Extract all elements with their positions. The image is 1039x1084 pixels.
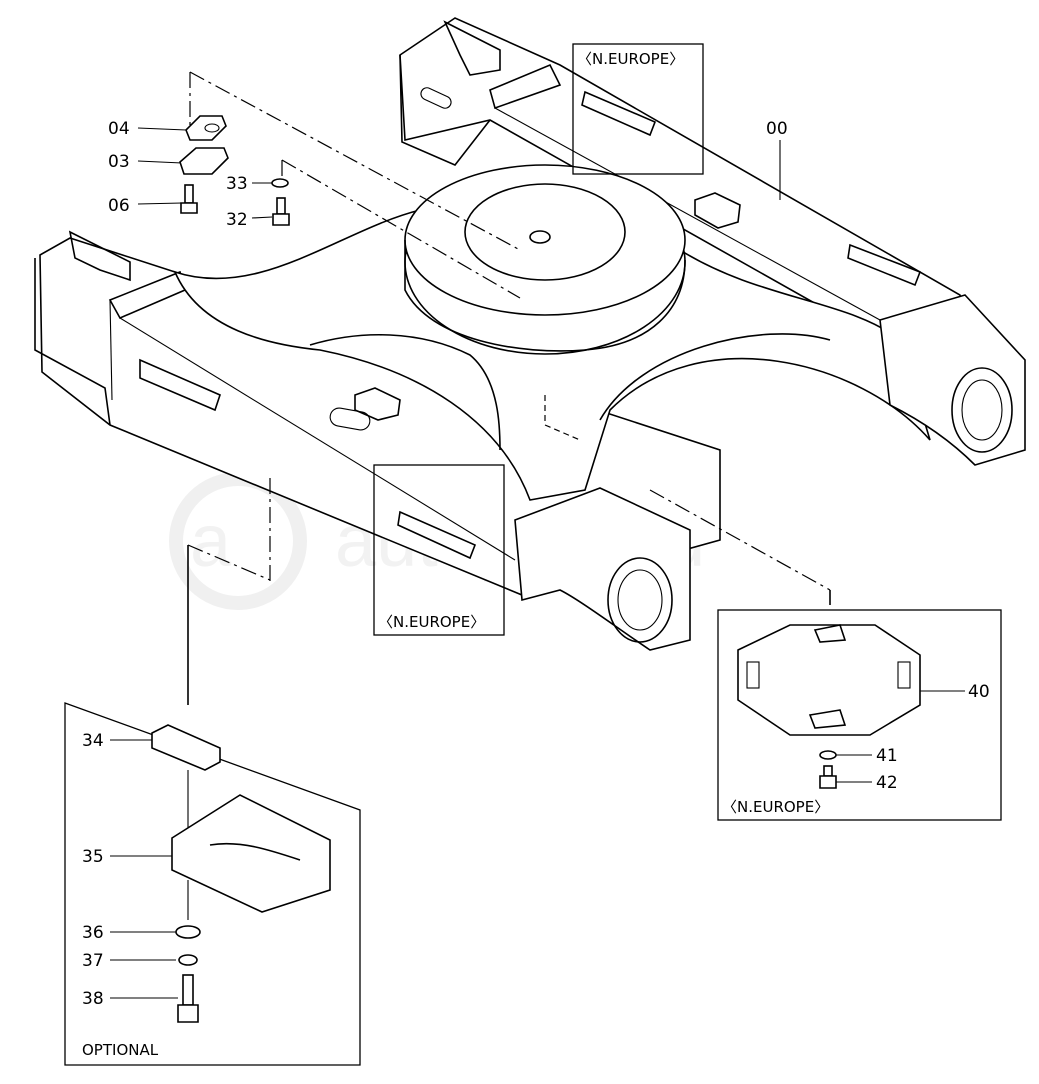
- dash-line-40: [649, 489, 831, 591]
- front-motor-bracket: [514, 487, 691, 651]
- callout-38: 38: [82, 989, 104, 1009]
- spacer-block-34: [151, 724, 221, 771]
- leader-32: [251, 216, 273, 219]
- right-frame-plate: [489, 63, 562, 110]
- north-europe-middle-box: [373, 464, 505, 636]
- callout-40: 40: [968, 682, 990, 702]
- callout-33: 33: [226, 174, 248, 194]
- bolt-38: [177, 974, 199, 1023]
- dash-line-center-2: [544, 424, 581, 441]
- callout-labels: 00 04 03 06 33 32 34 35 36 37 38 40 41 4…: [82, 119, 990, 1009]
- optional-label: OPTIONAL: [82, 1041, 159, 1059]
- right-frame-end: [399, 54, 491, 166]
- callout-37: 37: [82, 951, 104, 971]
- rear-motor-flange: [951, 367, 1013, 453]
- rear-guard-mount-pad: [694, 192, 741, 229]
- plate-40-tab-bottom: [808, 709, 847, 729]
- watermark-at-sign: a: [190, 499, 232, 582]
- washer-36: [175, 925, 201, 939]
- washer-33: [271, 178, 289, 188]
- leader-lines: [110, 71, 965, 999]
- guard-mount-pad: [354, 387, 401, 421]
- plate-40: [737, 624, 921, 736]
- north-europe-top-label: 〈N.EUROPE〉: [577, 50, 684, 68]
- leader-06: [137, 202, 183, 205]
- callout-36: 36: [82, 923, 104, 943]
- right-rail-guide: [847, 243, 922, 287]
- front-motor-flange: [607, 557, 673, 643]
- gasket-plate-04: [185, 115, 227, 141]
- dash-line-33: [281, 159, 521, 299]
- callout-04: 04: [108, 119, 130, 139]
- left-rail-guide: [139, 358, 221, 412]
- spring-washer-37: [178, 954, 198, 966]
- optional-inset-frame: [64, 702, 361, 1066]
- left-frame-end: [34, 258, 111, 426]
- dash-line-34: [187, 544, 271, 581]
- bolt-32: [272, 197, 290, 226]
- guard-slot: [329, 407, 371, 431]
- leader-04: [137, 127, 187, 131]
- right-frame-slot: [420, 87, 452, 109]
- north-europe-inset: [717, 609, 1002, 821]
- rear-motor-bracket: [879, 294, 1026, 466]
- plate-40-slot-right: [897, 661, 911, 689]
- plate-40-tab-top: [813, 624, 847, 643]
- left-frame-bracket: [68, 230, 131, 282]
- top-rail-guide: [581, 90, 657, 137]
- callout-32: 32: [226, 210, 248, 230]
- north-europe-top-box: [572, 43, 704, 175]
- north-europe-inset-label: 〈N.EUROPE〉: [722, 798, 829, 816]
- callout-35: 35: [82, 847, 104, 867]
- leader-03: [137, 160, 183, 164]
- support-bracket-35-curve: [209, 842, 301, 861]
- small-parts-top: [179, 115, 290, 226]
- washer-41: [819, 750, 837, 760]
- callout-06: 06: [108, 196, 130, 216]
- swing-ring-hole: [529, 230, 551, 244]
- optional-inset: [64, 702, 361, 1066]
- cover-plate-03: [179, 147, 229, 175]
- callout-41: 41: [876, 746, 898, 766]
- front-motor-bore: [617, 569, 663, 631]
- center-body-cutout-right: [599, 333, 831, 421]
- gasket-hole-04: [204, 123, 220, 133]
- bolt-42: [819, 765, 837, 789]
- mid-rail-guide: [397, 510, 477, 560]
- callout-03: 03: [108, 152, 130, 172]
- north-europe-inset-frame: [717, 609, 1002, 821]
- left-frame-edge: [119, 317, 516, 561]
- track-frame: [34, 17, 1026, 651]
- north-europe-middle-label: 〈N.EUROPE〉: [378, 613, 485, 631]
- right-frame-bracket: [443, 20, 501, 76]
- center-body-cutout-left: [309, 333, 501, 451]
- callout-34: 34: [82, 731, 104, 751]
- plate-40-slot-left: [746, 661, 760, 689]
- callout-00: 00: [766, 119, 788, 139]
- rear-motor-bore: [961, 379, 1003, 441]
- right-frame-edge: [494, 107, 881, 321]
- left-frame-edge-v: [109, 299, 113, 401]
- callout-42: 42: [876, 773, 898, 793]
- bolt-06: [180, 184, 198, 214]
- region-labels: 〈N.EUROPE〉 〈N.EUROPE〉 〈N.EUROPE〉 OPTIONA…: [82, 50, 829, 1059]
- dash-line-04: [189, 71, 521, 251]
- swing-ring-skirt: [404, 240, 686, 352]
- support-bracket-35: [171, 794, 331, 913]
